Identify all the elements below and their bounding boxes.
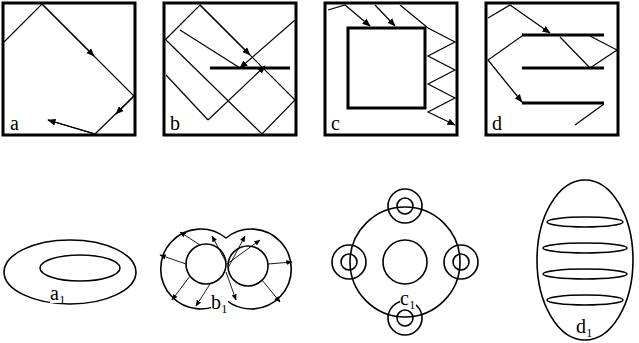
figure-letter: b₁: [211, 292, 228, 312]
figure-letter: c₁: [400, 288, 416, 308]
figure-letter: d₁: [576, 316, 593, 336]
figure-letter: d: [492, 113, 502, 133]
figure-letter: a: [10, 113, 19, 133]
figure-letter: b: [170, 113, 180, 133]
figure-letter: a₁: [50, 283, 66, 303]
figure-letter: c: [331, 113, 340, 133]
